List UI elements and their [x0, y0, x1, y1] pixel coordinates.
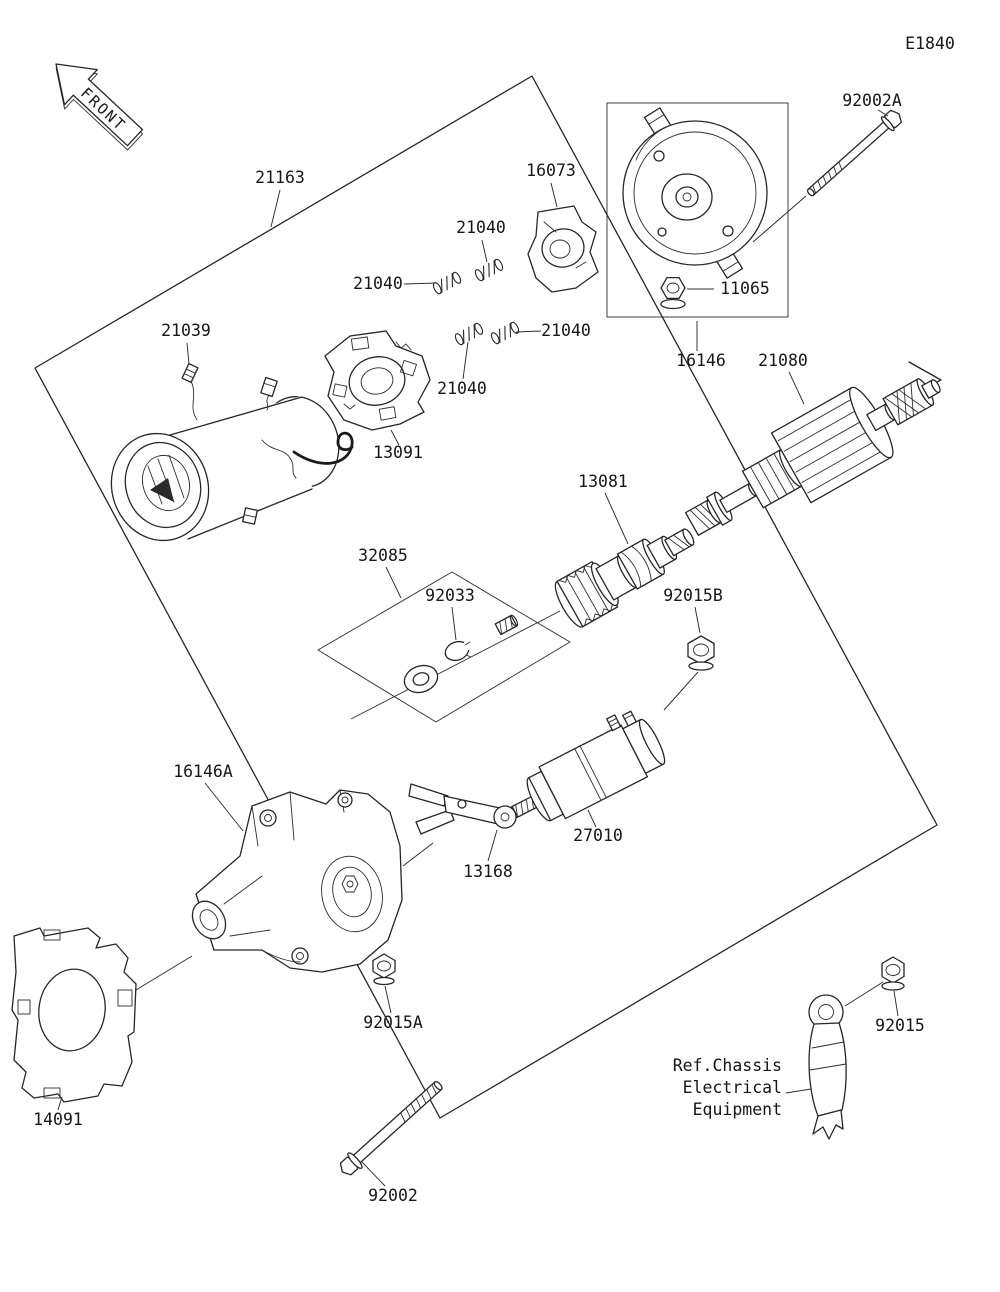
callout-16146: 16146 [676, 351, 726, 370]
diagram-code: E1840 [905, 34, 955, 53]
part-92002-bolt [339, 1080, 443, 1176]
callout-92002: 92002 [368, 1186, 418, 1205]
inset-box-16146 [606, 102, 789, 318]
ref-note: Ref.Chassis Electrical Equipment [673, 1056, 782, 1119]
part-92015b-nut [687, 635, 715, 671]
part-92015a-nut [372, 953, 396, 986]
callout-11065: 11065 [720, 279, 770, 298]
part-92002a-bolt [806, 109, 902, 197]
part-cable-terminal [808, 994, 847, 1140]
callout-92015a: 92015A [363, 1013, 423, 1032]
part-21080-armature [684, 378, 941, 536]
part-16073-plate [527, 205, 599, 293]
part-21040-spring-2 [474, 258, 504, 282]
callout-21040-2: 21040 [353, 274, 403, 293]
part-13168-fork [408, 783, 517, 835]
part-21040-spring-3 [454, 322, 484, 346]
part-92015-nut [881, 956, 905, 991]
callout-92002a: 92002A [842, 91, 902, 110]
part-21040-spring-4 [490, 321, 520, 345]
callout-16146a: 16146A [173, 762, 233, 781]
callout-92033: 92033 [425, 586, 475, 605]
callout-32085: 32085 [358, 546, 408, 565]
callout-16073: 16073 [526, 161, 576, 180]
part-21163-yoke [110, 362, 354, 542]
frame-border [34, 75, 938, 1119]
callout-21080: 21080 [758, 351, 808, 370]
part-13081-pinion-gear [554, 528, 695, 628]
leader-lines [57, 109, 899, 1187]
callout-labels: 92002A 21163 16073 21040 21040 21039 210… [33, 91, 925, 1205]
callout-21039: 21039 [161, 321, 211, 340]
group-32085-box [317, 571, 571, 723]
callout-21040-1: 21040 [456, 218, 506, 237]
callout-21040-3: 21040 [541, 321, 591, 340]
callout-13081: 13081 [578, 472, 628, 491]
callout-13168: 13168 [463, 862, 513, 881]
callout-13091: 13091 [373, 443, 423, 462]
part-92033-snap-ring [444, 640, 473, 662]
ref-note-line1: Ref.Chassis [673, 1056, 782, 1075]
part-16146a-gear-case [191, 789, 403, 973]
callout-92015b: 92015B [663, 586, 723, 605]
part-13091-brush-plate [324, 330, 431, 431]
ref-note-line3: Equipment [693, 1100, 782, 1119]
callout-21040-4: 21040 [437, 379, 487, 398]
part-roller-clip [494, 614, 519, 636]
part-27010-solenoid [510, 710, 666, 822]
callout-14091: 14091 [33, 1110, 83, 1129]
callout-21163: 21163 [255, 168, 305, 187]
callout-27010: 27010 [573, 826, 623, 845]
callout-92015: 92015 [875, 1016, 925, 1035]
part-11065-nut [660, 276, 686, 310]
axis-lines [135, 195, 884, 1007]
part-32085-washer [403, 664, 439, 694]
part-16146-end-cover [622, 107, 768, 279]
part-14091-cover-plate [11, 927, 137, 1103]
part-21039-lead-wire [292, 431, 354, 465]
ref-note-line2: Electrical [683, 1078, 782, 1097]
front-arrow: FRONT [55, 63, 144, 151]
